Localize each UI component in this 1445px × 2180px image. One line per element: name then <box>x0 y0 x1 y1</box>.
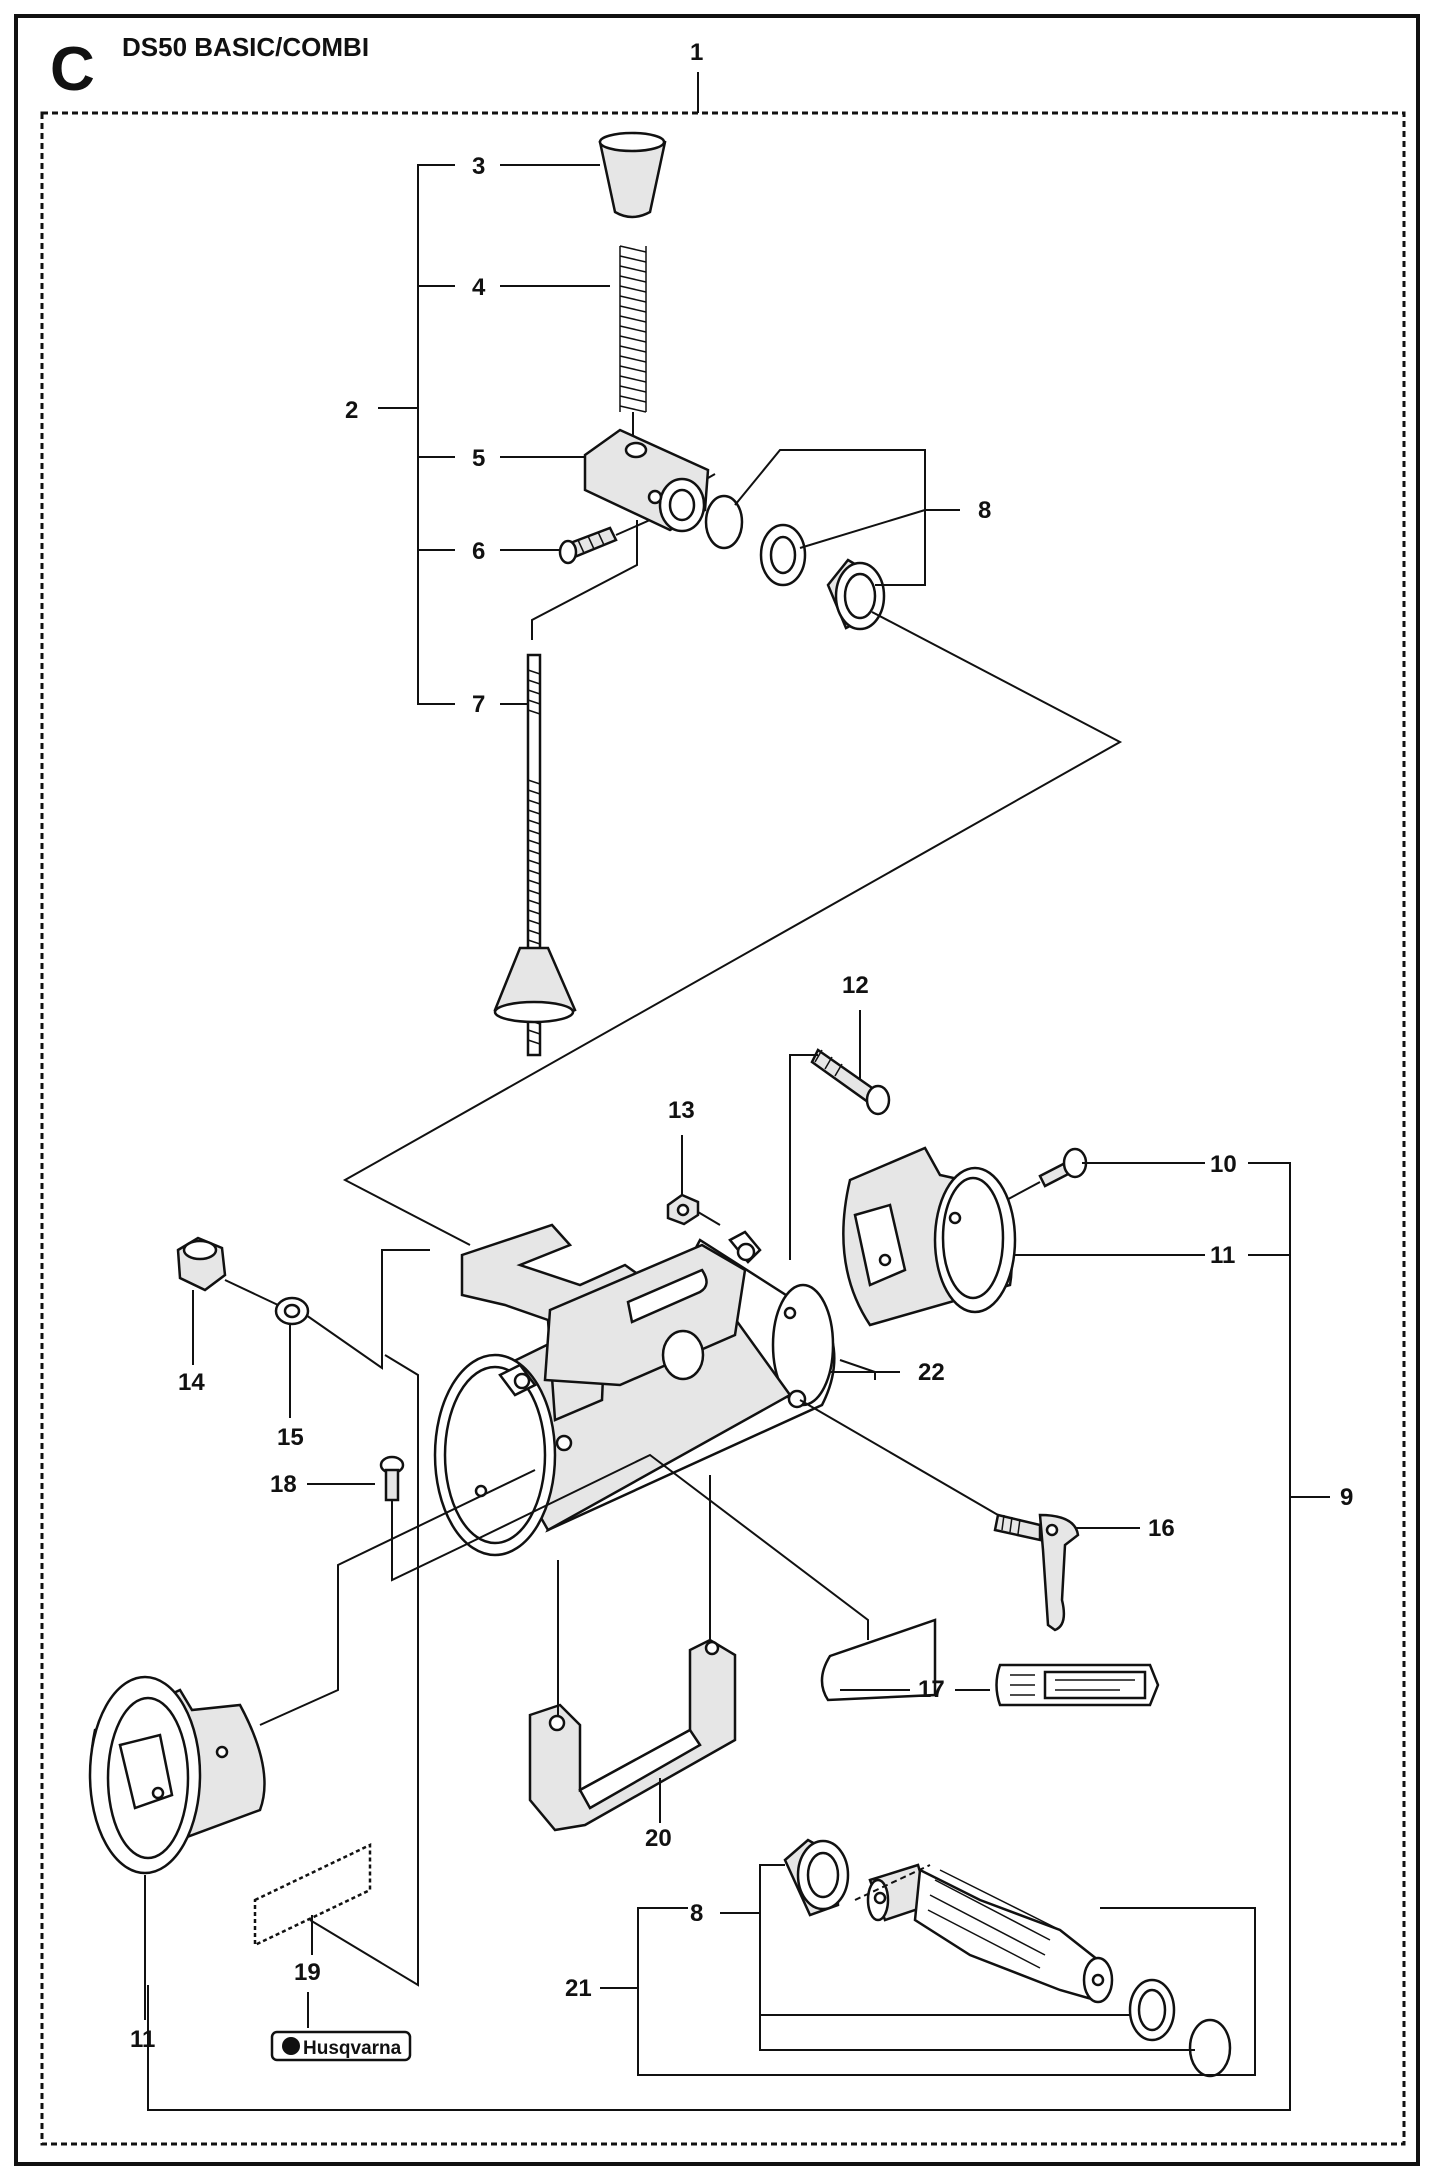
lower-bushing-icon <box>783 1838 850 1917</box>
handle-icon <box>528 1638 737 1832</box>
washer-icon <box>759 523 807 587</box>
callout-19: 19 <box>294 1959 321 1986</box>
callout-17: 17 <box>918 1676 945 1703</box>
knob-icon <box>598 131 667 219</box>
callout-6: 6 <box>472 538 485 565</box>
clamp-body-icon <box>433 1223 836 1557</box>
callout-10: 10 <box>1210 1151 1237 1178</box>
small-nut-icon <box>666 1193 700 1226</box>
bushing-icon <box>826 558 886 631</box>
lower-retaining-ring-icon <box>1188 2018 1232 2078</box>
hex-nut-icon <box>176 1236 227 1292</box>
callout-1: 1 <box>690 39 703 66</box>
callout-15: 15 <box>277 1424 304 1451</box>
callout-18: 18 <box>270 1471 297 1498</box>
retaining-ring-icon <box>704 494 744 550</box>
outer-border <box>14 14 1420 2166</box>
husqvarna-logo-text: Husqvarna <box>303 2038 402 2059</box>
threaded-rod-icon <box>493 653 577 1057</box>
screw-icon <box>558 526 618 565</box>
tape-label-icon <box>820 1618 937 1702</box>
countersunk-screw-icon <box>1038 1147 1088 1188</box>
callout-8-upper: 8 <box>978 497 991 524</box>
callout-22: 22 <box>918 1359 945 1386</box>
callout-3: 3 <box>472 153 485 180</box>
callout-12: 12 <box>842 972 869 999</box>
clamp-block-icon <box>583 428 710 533</box>
lower-washer-icon <box>1128 1978 1176 2042</box>
cap-screw-icon <box>810 1048 891 1116</box>
callout-7: 7 <box>472 691 485 718</box>
husqvarna-logo: Husqvarna <box>270 2030 412 2062</box>
ce-label-sticker-icon <box>995 1663 1160 1707</box>
spring-icon <box>619 245 647 413</box>
flat-washer-icon <box>274 1296 310 1326</box>
label-patch-icon <box>253 1843 372 1947</box>
callout-8-lower: 8 <box>690 1900 703 1927</box>
callout-2: 2 <box>345 397 358 424</box>
callout-20: 20 <box>645 1825 672 1852</box>
end-cap-right-icon <box>842 1146 1017 1327</box>
section-letter: C <box>50 35 95 104</box>
diagram-title: DS50 BASIC/COMBI <box>122 32 369 62</box>
callout-16: 16 <box>1148 1515 1175 1542</box>
callout-13: 13 <box>668 1097 695 1124</box>
callout-11-left: 11 <box>130 2026 155 2053</box>
lever-screw-icon <box>993 1513 1080 1632</box>
torx-screw-icon <box>379 1455 405 1502</box>
callout-21: 21 <box>565 1975 592 2002</box>
dashed-assembly-border <box>40 111 1406 2146</box>
callout-9: 9 <box>1340 1484 1353 1511</box>
callout-14: 14 <box>178 1369 205 1396</box>
shaft-icon <box>866 1863 1114 2004</box>
callout-5: 5 <box>472 445 485 472</box>
callout-11-right: 11 <box>1210 1242 1235 1269</box>
callout-4: 4 <box>472 274 486 301</box>
end-cap-left-icon <box>88 1675 266 1875</box>
